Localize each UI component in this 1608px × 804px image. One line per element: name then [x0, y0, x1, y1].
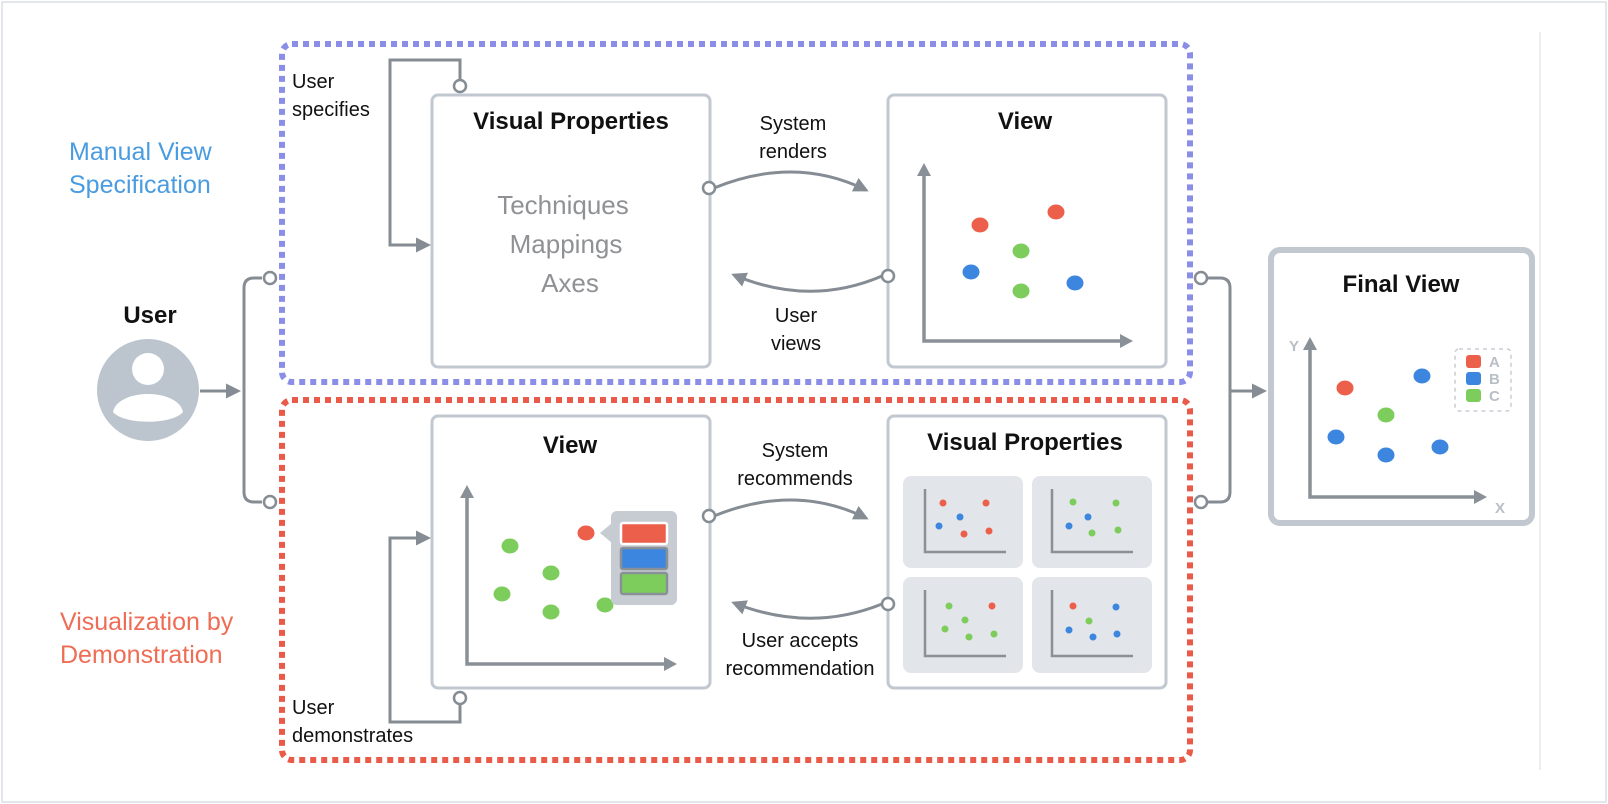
demo-dot-selected	[577, 525, 595, 541]
manual-view-box	[886, 93, 1168, 369]
demo-view-box	[430, 414, 712, 690]
manual-visual-properties-title: Visual Properties	[473, 108, 669, 135]
final-dot	[1431, 439, 1449, 455]
manual-view-plot	[917, 163, 1133, 348]
legend-swatch	[1466, 372, 1481, 385]
final-dot	[1327, 429, 1345, 445]
user-avatar-icon	[97, 339, 199, 441]
visual-property-item: Axes	[541, 268, 599, 298]
user-demonstrates-port	[452, 690, 468, 706]
user-specifies-label: User specifies	[292, 71, 370, 121]
user-accepts-arrow	[731, 600, 883, 620]
manual-dot	[962, 264, 980, 280]
system-recommends-port	[701, 508, 717, 524]
final-view-title: Final View	[1342, 271, 1460, 298]
final-dot	[1377, 407, 1395, 423]
user-demonstrates-loop-arrow	[388, 530, 462, 724]
color-swatch-red	[619, 521, 669, 546]
legend-swatch	[1466, 355, 1481, 368]
recommendation-thumbnail	[903, 476, 1023, 568]
color-swatch-blue	[619, 546, 669, 571]
user-specifies-loop-arrow	[388, 58, 462, 253]
final-dot	[1413, 368, 1431, 384]
system-renders-arrow	[713, 170, 869, 192]
user-label: User	[123, 302, 177, 329]
demo-view-plot	[460, 485, 677, 671]
demo-dot	[493, 586, 511, 602]
final-view-legend: A B C	[1454, 348, 1512, 412]
system-recommends-label: System recommends	[737, 440, 853, 490]
system-renders-label: System renders	[759, 113, 827, 163]
final-view-axes	[1308, 346, 1482, 499]
user-views-port	[880, 268, 896, 284]
demo-visual-properties-title: Visual Properties	[927, 429, 1123, 456]
recommendation-thumbnail	[903, 577, 1023, 673]
manual-group-border	[279, 41, 1193, 385]
manual-dot	[1012, 243, 1030, 259]
user-specifies-port	[452, 78, 468, 94]
demo-dot	[542, 565, 560, 581]
user-fork-connector	[242, 276, 262, 504]
demo-dot	[542, 604, 560, 620]
demo-dot	[596, 597, 614, 613]
manual-entry-port	[262, 270, 278, 286]
demo-entry-port	[262, 494, 278, 510]
manual-dot	[971, 217, 989, 233]
final-dot	[1336, 380, 1354, 396]
merge-connector	[1207, 276, 1232, 504]
final-view-x-axis-label: X	[1495, 500, 1505, 517]
demo-group-border	[279, 397, 1193, 763]
legend-swatch	[1466, 389, 1481, 402]
color-swatch-green	[619, 571, 669, 596]
demo-exit-port	[1193, 494, 1209, 510]
manual-dot	[1066, 275, 1084, 291]
final-dot	[1377, 447, 1395, 463]
manual-view-title: View	[997, 108, 1053, 135]
user-views-label: User views	[770, 305, 822, 355]
demo-view-axes	[465, 494, 672, 666]
manual-view-axes	[922, 172, 1128, 343]
manual-exit-port	[1193, 270, 1209, 286]
manual-visual-properties-box	[430, 93, 712, 369]
legend-label: A	[1489, 354, 1500, 371]
recommendation-thumbnail	[1032, 577, 1152, 673]
demo-dot	[501, 538, 519, 554]
final-view-y-axis-label: Y	[1289, 338, 1299, 355]
system-recommends-arrow	[713, 498, 869, 520]
legend-label: B	[1489, 371, 1500, 388]
manual-dot	[1047, 204, 1065, 220]
user-demonstrates-label: User demonstrates	[292, 697, 414, 747]
system-renders-port	[701, 180, 717, 196]
recommendation-thumbnails	[903, 476, 1152, 673]
recommendation-thumbnail	[1032, 476, 1152, 568]
final-view-box	[1268, 247, 1535, 526]
color-picker-popup	[600, 511, 677, 605]
manual-section-label: Manual View Specification	[69, 138, 212, 199]
user-accepts-port	[880, 596, 896, 612]
demo-view-title: View	[542, 432, 598, 459]
legend-label: C	[1489, 388, 1500, 405]
manual-dot	[1012, 283, 1030, 299]
user-views-arrow	[731, 272, 883, 293]
user-accepts-label: User accepts recommendation	[725, 630, 875, 680]
visual-property-item: Techniques	[497, 190, 629, 220]
final-view-plot: Y X	[1289, 337, 1505, 517]
visual-property-item: Mappings	[509, 229, 623, 259]
demo-section-label: Visualization by Demonstration	[60, 608, 234, 669]
